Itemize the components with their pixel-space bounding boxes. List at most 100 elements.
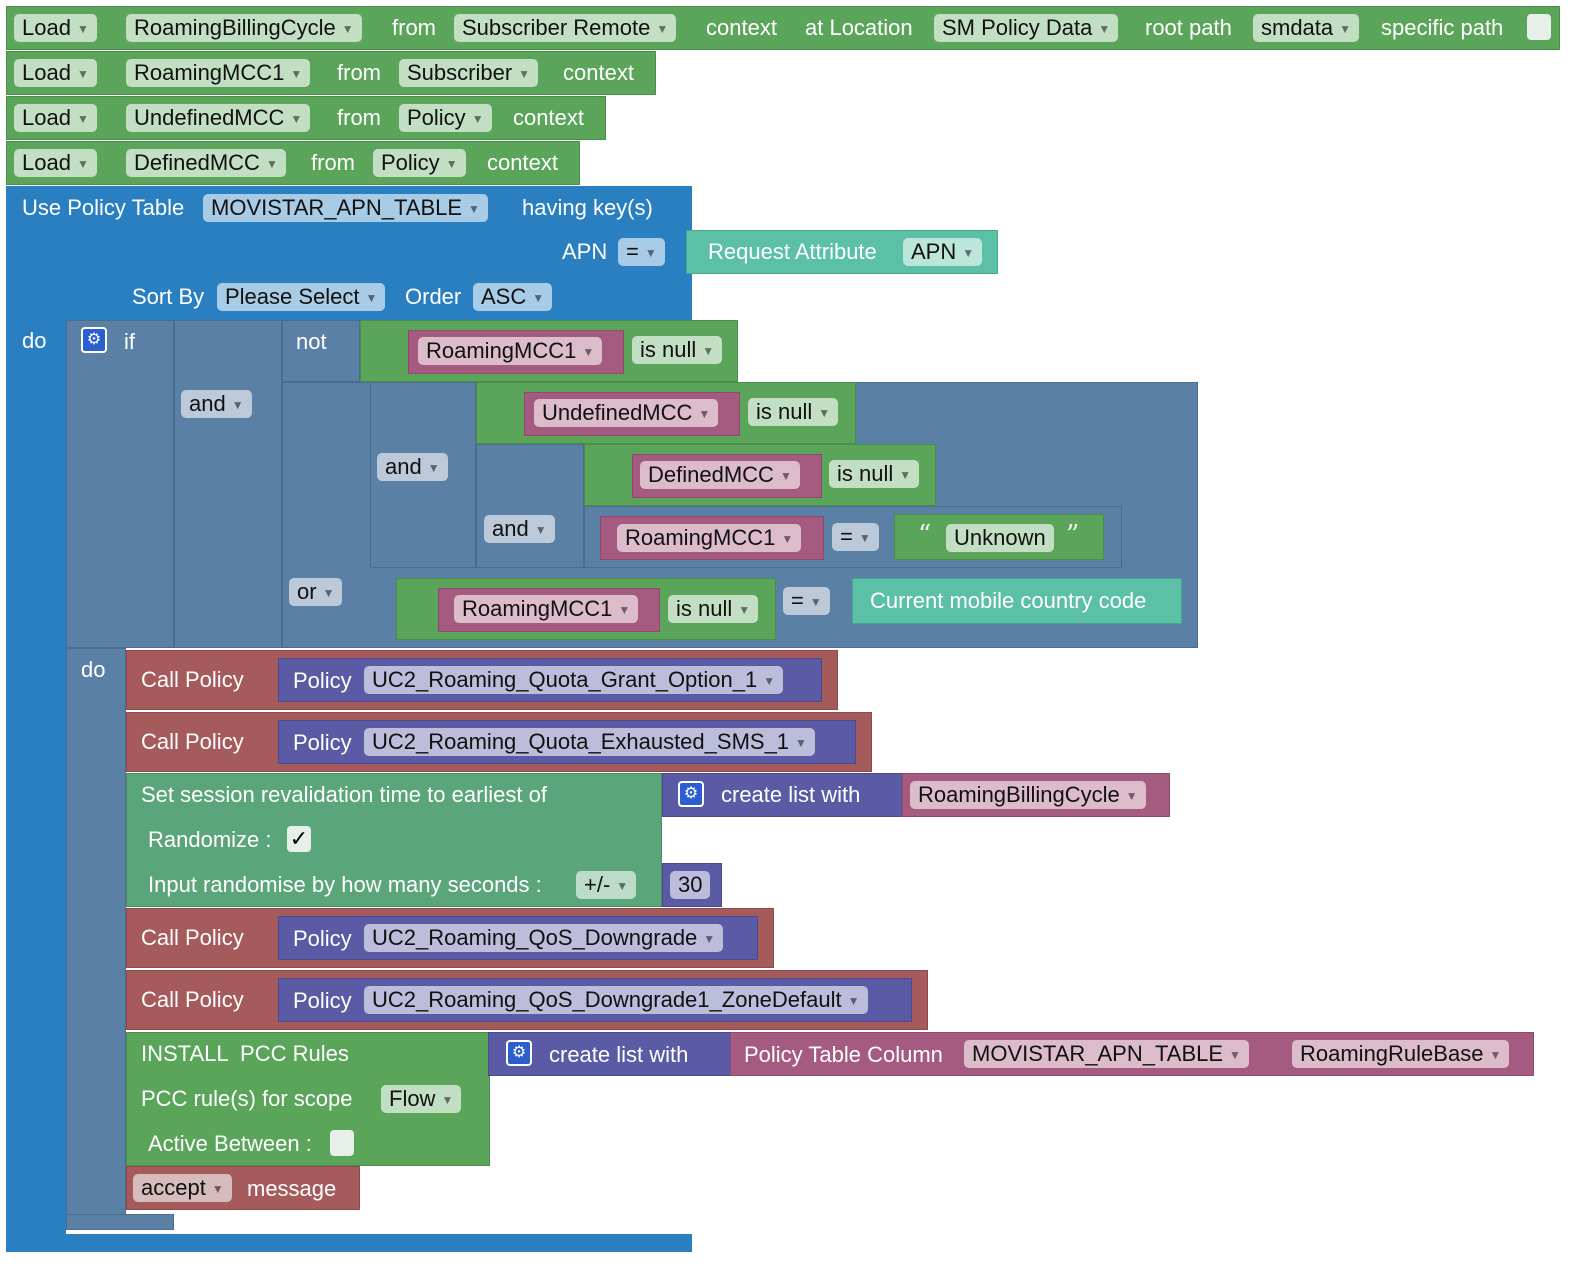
context-label: context (706, 15, 777, 40)
request-attribute-dropdown[interactable]: APN▼ (903, 238, 983, 266)
revalidation-label: Set session revalidation time to earlies… (141, 782, 547, 807)
list-mutator-gear-icon[interactable]: ⚙ (506, 1040, 532, 1066)
revalidation-block[interactable] (126, 773, 662, 907)
and-operator-dropdown[interactable]: and▼ (181, 390, 252, 418)
randomize-checkbox[interactable]: ✓ (287, 826, 311, 852)
load-block-2[interactable] (6, 51, 656, 95)
sort-by-dropdown[interactable]: Please Select▼ (217, 283, 386, 311)
current-mcc-block[interactable] (852, 578, 1182, 624)
load-source-dropdown[interactable]: Subscriber▼ (399, 59, 539, 87)
if-block-body (66, 648, 126, 1216)
load-source-dropdown[interactable]: Policy▼ (399, 104, 492, 132)
load-source-dropdown[interactable]: Subscriber Remote▼ (454, 14, 677, 42)
from-label: from (337, 60, 381, 85)
compare-operator-dropdown[interactable]: =▼ (832, 523, 879, 551)
policy-label: Policy (293, 926, 352, 951)
policy-dropdown[interactable]: UC2_Roaming_QoS_Downgrade▼ (364, 924, 724, 952)
current-mcc-label: Current mobile country code (870, 588, 1147, 613)
key-operator-dropdown[interactable]: =▼ (618, 238, 665, 266)
policy-table-dropdown[interactable]: MOVISTAR_APN_TABLE▼ (203, 194, 488, 222)
if-block-header[interactable] (66, 320, 174, 648)
if-do-label: do (81, 657, 106, 682)
variable-dropdown[interactable]: RoamingMCC1▼ (617, 524, 802, 552)
load-variable-dropdown[interactable]: RoamingMCC1▼ (126, 59, 311, 87)
seconds-number-field[interactable]: 30 (670, 871, 711, 899)
policy-table-block-footer (6, 1234, 692, 1252)
is-null-dropdown[interactable]: is null▼ (668, 595, 759, 623)
order-dropdown[interactable]: ASC▼ (473, 283, 553, 311)
policy-table-column-label: Policy Table Column (744, 1042, 943, 1067)
use-policy-table-label: Use Policy Table (22, 195, 185, 220)
call-policy-label: Call Policy (141, 925, 244, 950)
accept-dropdown[interactable]: accept▼ (133, 1174, 232, 1202)
load-source-dropdown[interactable]: Policy▼ (373, 149, 466, 177)
load-block-4[interactable] (6, 141, 580, 185)
context-label: context (487, 150, 558, 175)
call-policy-label: Call Policy (141, 667, 244, 692)
load-verb-dropdown[interactable]: Load▼ (14, 14, 97, 42)
close-quote-icon: ” (1066, 520, 1080, 550)
load-verb-dropdown[interactable]: Load▼ (14, 59, 97, 87)
sort-by-label: Sort By (132, 284, 205, 309)
open-quote-icon: “ (918, 520, 932, 550)
plus-minus-dropdown[interactable]: +/-▼ (576, 871, 637, 899)
load-verb-dropdown[interactable]: Load▼ (14, 149, 97, 177)
is-null-dropdown[interactable]: is null▼ (632, 336, 723, 364)
specific-path-input[interactable] (1527, 14, 1551, 40)
load-variable-dropdown[interactable]: DefinedMCC▼ (126, 149, 286, 177)
key-apn-label: APN (562, 239, 608, 264)
message-label: message (247, 1176, 337, 1201)
policy-label: Policy (293, 730, 352, 755)
variable-dropdown[interactable]: RoamingMCC1▼ (454, 595, 639, 623)
column-table-dropdown[interactable]: MOVISTAR_APN_TABLE▼ (964, 1040, 1249, 1068)
load-verb-dropdown[interactable]: Load▼ (14, 104, 97, 132)
from-label: from (337, 105, 381, 130)
policy-dropdown[interactable]: UC2_Roaming_Quota_Grant_Option_1▼ (364, 666, 784, 694)
randomize-seconds-label: Input randomise by how many seconds : (148, 872, 542, 897)
and-block-level-3[interactable] (476, 444, 584, 568)
text-literal-field[interactable]: Unknown (946, 524, 1054, 552)
at-location-label: at Location (805, 15, 913, 40)
do-label: do (22, 328, 47, 353)
policy-dropdown[interactable]: UC2_Roaming_QoS_Downgrade1_ZoneDefault▼ (364, 986, 868, 1014)
not-label: not (296, 329, 327, 354)
randomize-label: Randomize : (148, 827, 272, 852)
compare-operator-dropdown[interactable]: =▼ (783, 587, 830, 615)
if-block-footer (66, 1214, 174, 1230)
root-path-label: root path (1145, 15, 1232, 40)
call-policy-label: Call Policy (141, 729, 244, 754)
variable-dropdown[interactable]: UndefinedMCC▼ (534, 399, 719, 427)
install-pcc-label: INSTALL PCC Rules (141, 1041, 349, 1066)
location-dropdown[interactable]: SM Policy Data▼ (934, 14, 1119, 42)
from-label: from (392, 15, 436, 40)
and-operator-dropdown[interactable]: and▼ (484, 515, 555, 543)
if-label: if (124, 329, 135, 354)
not-block[interactable] (282, 320, 360, 382)
scope-dropdown[interactable]: Flow▼ (381, 1085, 462, 1113)
pcc-scope-label: PCC rule(s) for scope (141, 1086, 353, 1111)
from-label: from (311, 150, 355, 175)
load-variable-dropdown[interactable]: UndefinedMCC▼ (126, 104, 311, 132)
and-block-outer[interactable] (174, 320, 282, 648)
list-mutator-gear-icon[interactable]: ⚙ (678, 781, 704, 807)
column-name-dropdown[interactable]: RoamingRuleBase▼ (1292, 1040, 1510, 1068)
or-operator-dropdown[interactable]: or▼ (289, 578, 343, 606)
policy-label: Policy (293, 988, 352, 1013)
create-list-label: create list with (721, 782, 861, 807)
policy-table-block-body (6, 320, 66, 1235)
variable-dropdown[interactable]: DefinedMCC▼ (640, 461, 800, 489)
is-null-dropdown[interactable]: is null▼ (748, 398, 839, 426)
variable-dropdown[interactable]: RoamingMCC1▼ (418, 337, 603, 365)
create-list-label: create list with (549, 1042, 689, 1067)
load-variable-dropdown[interactable]: RoamingBillingCycle▼ (126, 14, 362, 42)
active-between-label: Active Between : (148, 1131, 312, 1156)
and-operator-dropdown[interactable]: and▼ (377, 453, 448, 481)
policy-label: Policy (293, 668, 352, 693)
if-mutator-gear-icon[interactable]: ⚙ (81, 327, 107, 353)
variable-dropdown[interactable]: RoamingBillingCycle▼ (910, 781, 1146, 809)
policy-dropdown[interactable]: UC2_Roaming_Quota_Exhausted_SMS_1▼ (364, 728, 815, 756)
root-path-dropdown[interactable]: smdata▼ (1253, 14, 1360, 42)
context-label: context (513, 105, 584, 130)
is-null-dropdown[interactable]: is null▼ (829, 460, 920, 488)
active-between-checkbox[interactable] (330, 1130, 354, 1156)
